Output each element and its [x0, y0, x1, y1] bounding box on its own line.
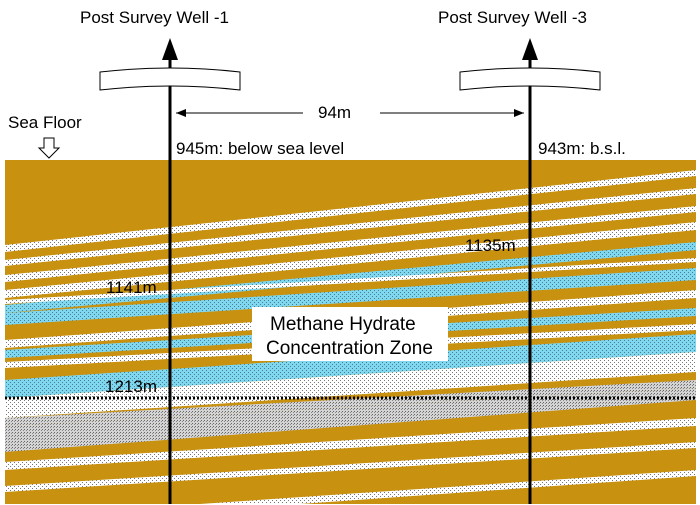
- well-3-depth-label: 943m: b.s.l.: [538, 139, 626, 158]
- sand-layer: [5, 418, 696, 470]
- sand-layer: [5, 206, 696, 282]
- zone-label-line2: Concentration Zone: [266, 338, 433, 359]
- hydrate-layer: [5, 268, 696, 325]
- well-3: [459, 38, 601, 504]
- sand-layer: [5, 188, 696, 266]
- arrow-up-icon: [162, 38, 178, 60]
- sea-floor-arrow-icon: [37, 137, 61, 159]
- depth-marker-1213: 1213m: [105, 377, 157, 396]
- sand-layer: [5, 380, 696, 426]
- arrow-up-icon: [522, 38, 538, 60]
- sand-layer: [200, 470, 696, 504]
- sand-layer: [5, 388, 696, 452]
- distance-indicator: [176, 109, 524, 117]
- sand-layer: [5, 352, 696, 418]
- sand-layer: [5, 222, 696, 298]
- distance-label: 94m: [318, 103, 351, 122]
- well-head-banner: [459, 67, 601, 91]
- hydrate-layer: [5, 334, 696, 398]
- sand-layer: [5, 170, 696, 252]
- sand-layer: [5, 442, 696, 492]
- well-head-banner: [99, 67, 241, 91]
- depth-marker-1135: 1135m: [465, 236, 516, 255]
- well-1: [99, 38, 241, 504]
- hydrate-layer: [5, 242, 696, 313]
- depth-marker-1141: 1141m: [106, 278, 157, 297]
- sand-layer: [5, 258, 696, 304]
- zone-label-box: [252, 307, 448, 361]
- well-1-title: Post Survey Well -1: [80, 8, 229, 27]
- zone-label-line1: Methane Hydrate: [270, 314, 416, 335]
- sea-floor-label: Sea Floor: [8, 113, 82, 132]
- well-1-depth-label: 945m: below sea level: [176, 139, 344, 158]
- well-3-title: Post Survey Well -3: [438, 8, 587, 27]
